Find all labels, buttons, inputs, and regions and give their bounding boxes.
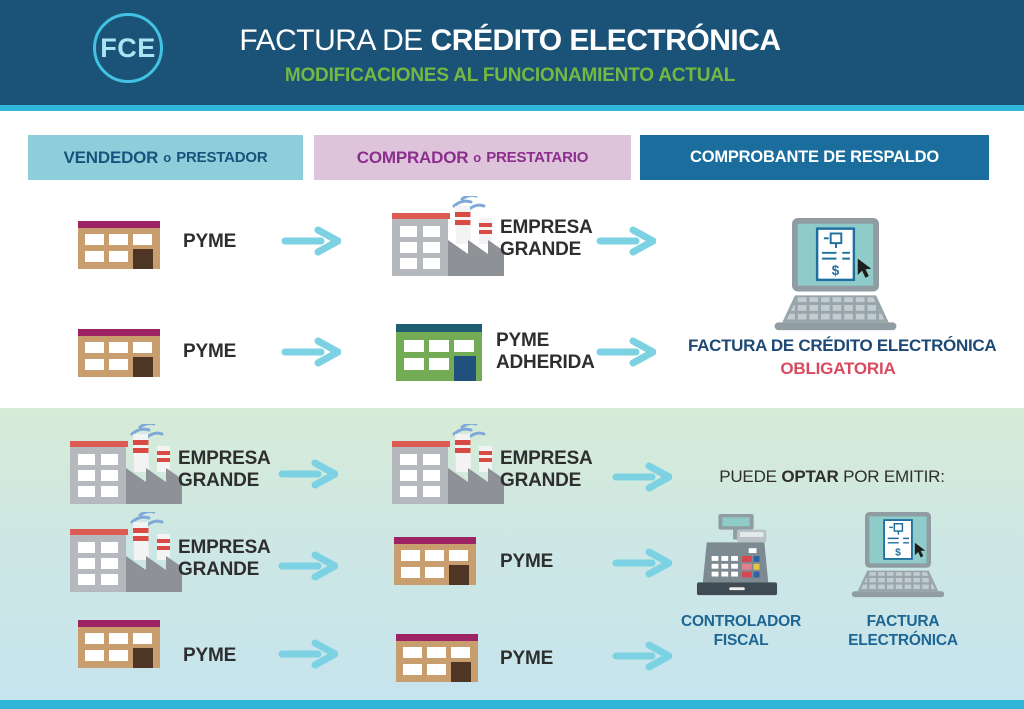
pyme-adherida-building-icon [396, 324, 482, 386]
arrow-right-icon [278, 639, 339, 674]
factory-icon [392, 421, 504, 509]
mandatory-invoice-title: FACTURA DE CRÉDITO ELECTRÓNICA [688, 336, 997, 355]
column-header-comprobante: COMPROBANTE DE RESPALDO [640, 135, 989, 180]
optional-section-background [0, 408, 1024, 700]
header-banner: FCE FACTURA DE CRÉDITO ELECTRÓNICA MODIF… [0, 0, 1024, 105]
row1-buyer-label: EMPRESA GRANDE [500, 217, 592, 261]
controlador-line2: FISCAL [713, 632, 769, 650]
page-subtitle: MODIFICACIONES AL FUNCIONAMIENTO ACTUAL [284, 65, 736, 86]
fce-logo-text: FCE [100, 32, 156, 63]
page-title-bold: CRÉDITO ELECTRÓNICA [430, 24, 781, 57]
comprador-conn: o [473, 150, 482, 165]
arrow-right-icon [612, 641, 673, 676]
column-header-vendedor: VENDEDOR o PRESTADOR [28, 135, 303, 180]
factura-line1: FACTURA [866, 613, 940, 630]
mandatory-badge: OBLIGATORIA [780, 359, 896, 378]
optional-lead-post: POR EMITIR: [838, 467, 945, 486]
optional-lead-pre: PUEDE [719, 467, 782, 486]
header-accent-strip [0, 105, 1024, 111]
row2-buyer-label: PYME ADHERIDA [496, 330, 595, 374]
pyme-building-icon [78, 329, 160, 382]
vendedor-strong: VENDEDOR [63, 147, 159, 167]
arrow-right-icon [278, 459, 339, 494]
row4-buyer-label: PYME [500, 551, 554, 572]
arrow-right-icon [596, 337, 657, 372]
laptop-invoice-icon: $ [843, 512, 953, 605]
comprador-strong: COMPRADOR [356, 147, 469, 167]
optional-lead-bold: OPTAR [781, 467, 839, 486]
bottom-accent-strip [0, 700, 1024, 709]
arrow-right-icon [278, 551, 339, 586]
row5-seller-label: PYME [183, 645, 237, 666]
arrow-right-icon [281, 337, 342, 372]
vendedor-rest: PRESTADOR [176, 149, 268, 166]
factory-icon [392, 193, 504, 281]
laptop-invoice-icon: $ [763, 218, 908, 339]
factory-icon [70, 509, 182, 597]
arrow-right-icon [612, 548, 673, 583]
pyme-building-icon [78, 221, 160, 274]
factura-line2: ELECTRÓNICA [848, 632, 958, 650]
arrow-right-icon [596, 226, 657, 261]
invoice-dollar-glyph: $ [832, 263, 840, 278]
column-header-comprador: COMPRADOR o PRESTATARIO [314, 135, 631, 180]
arrow-right-icon [281, 226, 342, 261]
page-title: FACTURA DE CRÉDITO ELECTRÓNICA [195, 24, 825, 58]
comprador-rest: PRESTATARIO [486, 149, 589, 166]
row1-seller-label: PYME [183, 231, 237, 252]
optional-lead-text: PUEDE OPTAR POR EMITIR: [682, 467, 982, 487]
pyme-building-icon [78, 620, 160, 673]
cash-register-icon [692, 514, 782, 603]
pyme-building-icon [396, 634, 478, 687]
arrow-right-icon [612, 462, 673, 497]
fce-logo: FCE [93, 13, 163, 83]
factura-electronica-label: FACTURA ELECTRÓNICA [823, 612, 983, 651]
header-title-block: FACTURA DE CRÉDITO ELECTRÓNICA MODIFICAC… [195, 24, 825, 87]
row3-buyer-label: EMPRESA GRANDE [500, 448, 592, 492]
row2-seller-label: PYME [183, 341, 237, 362]
pyme-building-icon [394, 537, 476, 590]
row5-buyer-label: PYME [500, 648, 554, 669]
row4-seller-label: EMPRESA GRANDE [178, 537, 270, 581]
comprobante-label: COMPROBANTE DE RESPALDO [689, 148, 940, 166]
page-title-regular: FACTURA DE [239, 24, 431, 57]
vendedor-conn: o [163, 150, 172, 165]
controlador-fiscal-label: CONTROLADOR FISCAL [666, 612, 816, 651]
row3-seller-label: EMPRESA GRANDE [178, 448, 270, 492]
factory-icon [70, 421, 182, 509]
controlador-line1: CONTROLADOR [680, 613, 802, 630]
invoice-dollar-glyph: $ [895, 547, 901, 558]
